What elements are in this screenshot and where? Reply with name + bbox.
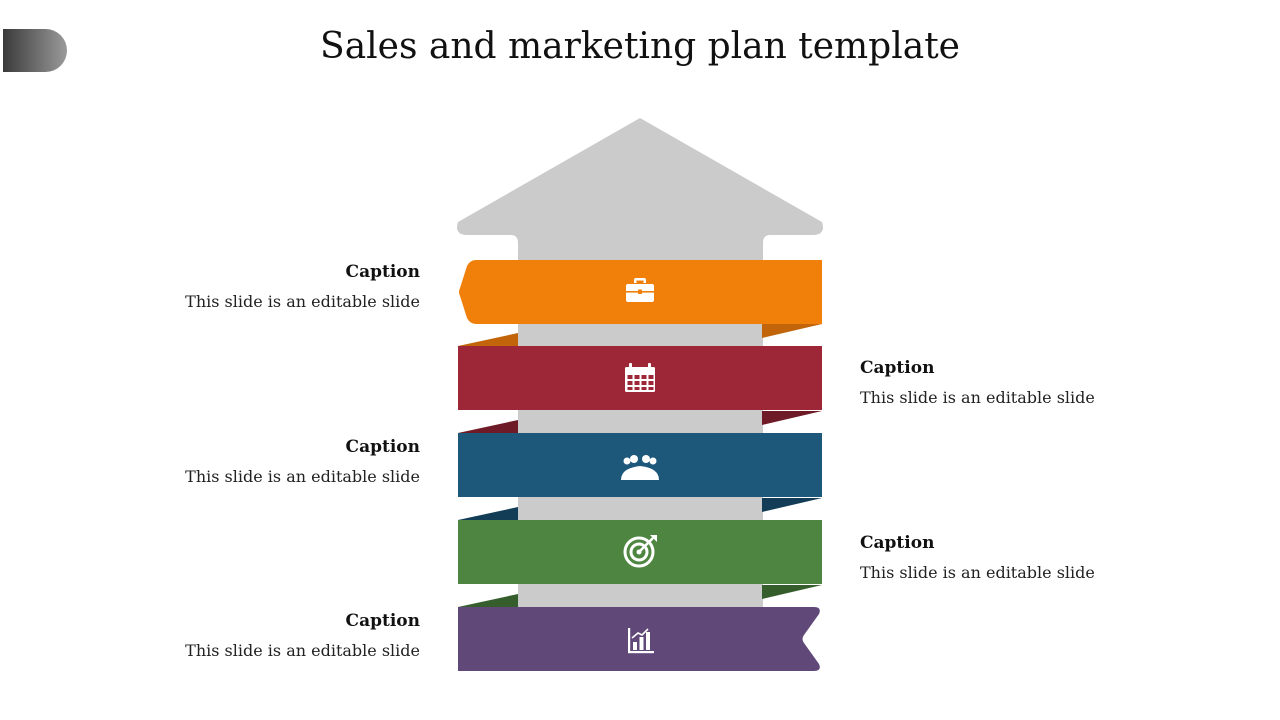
team-icon [621, 455, 659, 480]
caption-text: This slide is an editable slide [860, 388, 1095, 407]
caption-heading: Caption [345, 262, 420, 282]
caption-heading: Caption [345, 437, 420, 457]
fold-blue-right [762, 498, 822, 512]
ribbon-blue [458, 433, 822, 497]
caption-text: This slide is an editable slide [860, 563, 1095, 582]
caption-text: This slide is an editable slide [185, 467, 420, 486]
ribbon-purple [458, 607, 820, 671]
caption-heading: Caption [860, 358, 935, 378]
page-title: Sales and marketing plan template [320, 26, 960, 67]
fold-green-left [458, 594, 518, 607]
caption-block-4: Caption This slide is an editable slide [860, 532, 1160, 584]
caption-block-1: Caption This slide is an editable slide [120, 261, 420, 313]
fold-orange-right [762, 324, 822, 338]
caption-text: This slide is an editable slide [185, 292, 420, 311]
corner-tab-decoration [3, 29, 67, 72]
caption-block-3: Caption This slide is an editable slide [120, 436, 420, 488]
caption-block-2: Caption This slide is an editable slide [860, 357, 1160, 409]
fold-red-left [458, 420, 518, 433]
briefcase-icon [626, 278, 654, 302]
caption-heading: Caption [860, 533, 935, 553]
caption-text: This slide is an editable slide [185, 641, 420, 660]
calendar-icon [625, 363, 655, 392]
caption-block-5: Caption This slide is an editable slide [120, 610, 420, 662]
caption-heading: Caption [345, 611, 420, 631]
fold-red-right [762, 411, 822, 425]
fold-orange-left [458, 333, 518, 346]
target-icon [623, 535, 657, 568]
bar-chart-icon [628, 628, 654, 654]
fold-green-right [762, 585, 822, 599]
fold-blue-left [458, 507, 518, 520]
